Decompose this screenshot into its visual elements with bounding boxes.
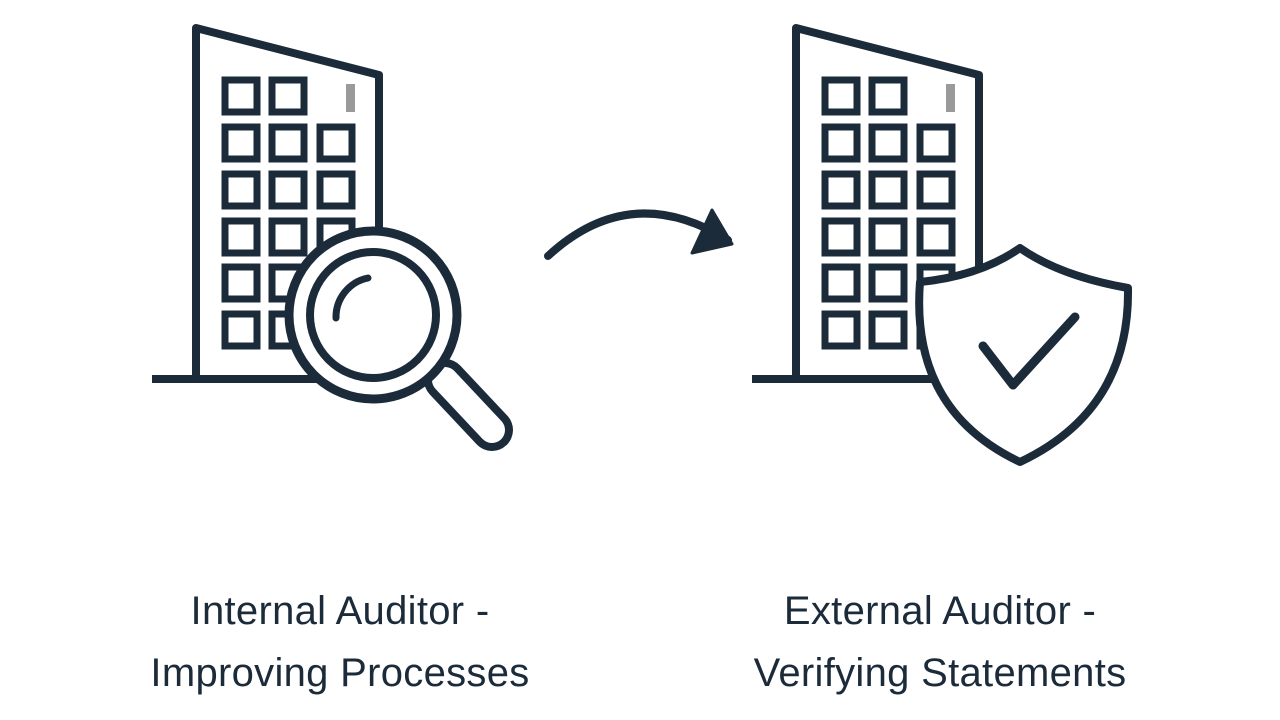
building-window bbox=[221, 170, 261, 210]
building-window bbox=[868, 170, 908, 210]
building-window bbox=[221, 217, 261, 257]
internal-auditor-subtitle: Improving Processes bbox=[150, 651, 530, 695]
building-window bbox=[821, 310, 861, 350]
building-window bbox=[916, 170, 956, 210]
magnifier-glare bbox=[332, 274, 372, 322]
building-window bbox=[221, 76, 261, 116]
building-window bbox=[268, 76, 308, 116]
magnifier-handle-fill bbox=[432, 367, 505, 443]
building-window bbox=[221, 263, 261, 303]
building-window bbox=[268, 217, 308, 257]
external-auditor-title: External Auditor - bbox=[783, 589, 1097, 633]
building-facade bbox=[192, 24, 383, 375]
building-window bbox=[316, 170, 356, 210]
building-window bbox=[268, 123, 308, 163]
building-window bbox=[868, 310, 908, 350]
magnifier-lens bbox=[306, 248, 440, 382]
building-roof-accent bbox=[346, 84, 355, 112]
building-facade bbox=[792, 24, 983, 375]
building-window bbox=[868, 217, 908, 257]
curved-arrow-right-icon bbox=[544, 208, 734, 260]
arrow-head bbox=[690, 208, 734, 255]
building-window bbox=[221, 123, 261, 163]
building-window bbox=[221, 310, 261, 350]
building-window bbox=[821, 76, 861, 116]
magnifier-outer-ring bbox=[284, 226, 462, 404]
shield-check-icon bbox=[915, 244, 1133, 466]
internal-auditor-caption: Internal Auditor - Improving Processes bbox=[80, 580, 600, 704]
building-window bbox=[868, 263, 908, 303]
building-window bbox=[868, 76, 908, 116]
internal-auditor-title: Internal Auditor - bbox=[190, 589, 490, 633]
building-window bbox=[821, 123, 861, 163]
external-auditor-subtitle: Verifying Statements bbox=[753, 651, 1127, 695]
building-window bbox=[821, 217, 861, 257]
building-window bbox=[268, 170, 308, 210]
building-window bbox=[821, 170, 861, 210]
shield-outline bbox=[915, 244, 1133, 466]
building-window bbox=[916, 123, 956, 163]
external-auditor-caption: External Auditor - Verifying Statements bbox=[680, 580, 1200, 704]
building-window bbox=[868, 123, 908, 163]
building-roof-accent bbox=[946, 84, 955, 112]
building-window bbox=[916, 217, 956, 257]
magnifying-glass-icon bbox=[284, 226, 513, 451]
check-mark bbox=[978, 312, 1080, 390]
building-window bbox=[316, 123, 356, 163]
building-window bbox=[821, 263, 861, 303]
